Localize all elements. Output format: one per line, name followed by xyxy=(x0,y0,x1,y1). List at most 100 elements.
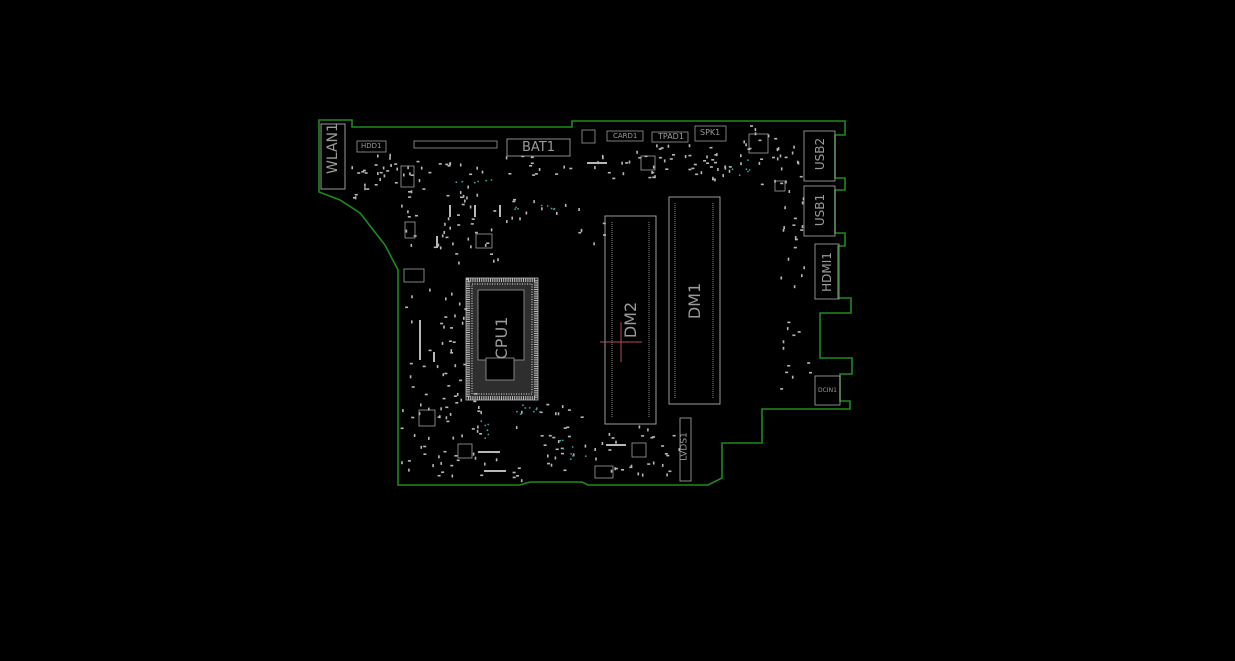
passive-part[interactable] xyxy=(516,475,519,477)
passive-part[interactable] xyxy=(774,137,778,140)
passive-part[interactable] xyxy=(418,179,421,183)
passive-part[interactable] xyxy=(780,167,783,171)
passive-part[interactable] xyxy=(452,242,454,246)
passive-part[interactable] xyxy=(555,412,557,416)
passive-part[interactable] xyxy=(779,154,782,158)
passive-part[interactable] xyxy=(481,170,484,174)
passive-part[interactable] xyxy=(774,179,776,183)
passive-part[interactable] xyxy=(663,159,666,163)
passive-part[interactable] xyxy=(564,203,567,207)
passive-part[interactable] xyxy=(411,320,413,324)
component-label-hdd[interactable]: HDD1 xyxy=(361,142,382,150)
passive-part[interactable] xyxy=(777,147,780,151)
component-label-dm2[interactable]: DM2 xyxy=(621,301,640,339)
passive-part[interactable] xyxy=(455,253,459,255)
passive-part[interactable] xyxy=(782,340,785,344)
passive-part[interactable] xyxy=(578,208,580,211)
passive-part[interactable] xyxy=(422,365,426,368)
passive-part[interactable] xyxy=(438,455,440,459)
passive-part[interactable] xyxy=(450,349,453,353)
component-label-dcin[interactable]: DCIN1 xyxy=(818,387,837,394)
passive-part[interactable] xyxy=(401,461,403,465)
passive-part[interactable] xyxy=(654,175,656,179)
passive-part[interactable] xyxy=(449,412,452,416)
passive-part[interactable] xyxy=(469,173,473,176)
passive-part[interactable] xyxy=(651,171,655,174)
passive-part[interactable] xyxy=(772,156,775,159)
passive-part[interactable] xyxy=(661,445,665,447)
passive-part[interactable] xyxy=(641,435,645,437)
passive-part[interactable] xyxy=(548,434,552,437)
passive-part[interactable] xyxy=(754,128,757,132)
passive-part[interactable] xyxy=(520,479,523,483)
passive-part[interactable] xyxy=(793,145,795,149)
passive-part[interactable] xyxy=(364,187,366,191)
passive-part[interactable] xyxy=(443,450,447,453)
passive-part[interactable] xyxy=(457,224,461,226)
passive-part[interactable] xyxy=(656,144,658,148)
passive-part[interactable] xyxy=(411,416,415,419)
passive-part[interactable] xyxy=(563,469,567,472)
passive-part[interactable] xyxy=(410,174,414,176)
passive-part[interactable] xyxy=(416,160,420,163)
component-label-lvds[interactable]: LVDS1 xyxy=(679,432,690,461)
passive-part[interactable] xyxy=(621,161,623,165)
passive-part[interactable] xyxy=(480,411,482,415)
passive-part[interactable] xyxy=(561,405,564,409)
passive-part[interactable] xyxy=(472,452,475,456)
passive-part[interactable] xyxy=(377,172,379,175)
passive-part[interactable] xyxy=(794,236,797,240)
passive-part[interactable] xyxy=(453,395,457,397)
passive-part[interactable] xyxy=(439,246,442,250)
passive-part[interactable] xyxy=(476,166,478,170)
passive-part[interactable] xyxy=(459,379,463,382)
passive-part[interactable] xyxy=(688,144,691,148)
component-label-spk[interactable]: SPK1 xyxy=(700,128,721,137)
passive-part[interactable] xyxy=(456,392,459,396)
passive-part[interactable] xyxy=(444,222,446,226)
passive-part[interactable] xyxy=(630,464,633,468)
passive-part[interactable] xyxy=(439,415,441,419)
passive-part[interactable] xyxy=(438,163,442,165)
passive-part[interactable] xyxy=(688,154,692,157)
passive-part[interactable] xyxy=(758,139,762,142)
passive-part[interactable] xyxy=(612,177,616,180)
passive-part[interactable] xyxy=(784,206,786,210)
passive-part[interactable] xyxy=(785,371,789,374)
passive-part[interactable] xyxy=(445,297,447,301)
passive-part[interactable] xyxy=(493,210,497,212)
resistor-array[interactable] xyxy=(606,444,626,446)
passive-part[interactable] xyxy=(364,183,366,187)
passive-part[interactable] xyxy=(782,346,785,350)
passive-part[interactable] xyxy=(408,196,412,198)
passive-part[interactable] xyxy=(521,410,523,414)
passive-part[interactable] xyxy=(452,436,455,440)
passive-part[interactable] xyxy=(602,222,606,225)
passive-part[interactable] xyxy=(460,398,463,402)
passive-part[interactable] xyxy=(557,412,560,416)
passive-part[interactable] xyxy=(700,171,703,175)
passive-part[interactable] xyxy=(480,474,484,477)
passive-part[interactable] xyxy=(784,156,788,159)
passive-part[interactable] xyxy=(455,402,459,404)
passive-part[interactable] xyxy=(445,416,448,420)
passive-part[interactable] xyxy=(377,154,379,158)
passive-part[interactable] xyxy=(441,341,444,345)
passive-part[interactable] xyxy=(809,371,812,374)
passive-part[interactable] xyxy=(400,427,404,430)
resistor-array[interactable] xyxy=(484,470,506,472)
passive-part[interactable] xyxy=(460,196,463,199)
passive-part[interactable] xyxy=(379,178,381,181)
passive-part[interactable] xyxy=(374,184,378,186)
passive-part[interactable] xyxy=(458,261,460,265)
passive-part[interactable] xyxy=(552,436,556,439)
passive-part[interactable] xyxy=(607,171,611,174)
passive-part[interactable] xyxy=(512,476,516,479)
passive-part[interactable] xyxy=(471,428,475,430)
passive-part[interactable] xyxy=(787,365,791,367)
passive-part[interactable] xyxy=(473,400,477,403)
resistor-array[interactable] xyxy=(433,352,435,362)
passive-part[interactable] xyxy=(512,471,516,474)
passive-part[interactable] xyxy=(493,259,495,263)
passive-part[interactable] xyxy=(665,168,669,170)
